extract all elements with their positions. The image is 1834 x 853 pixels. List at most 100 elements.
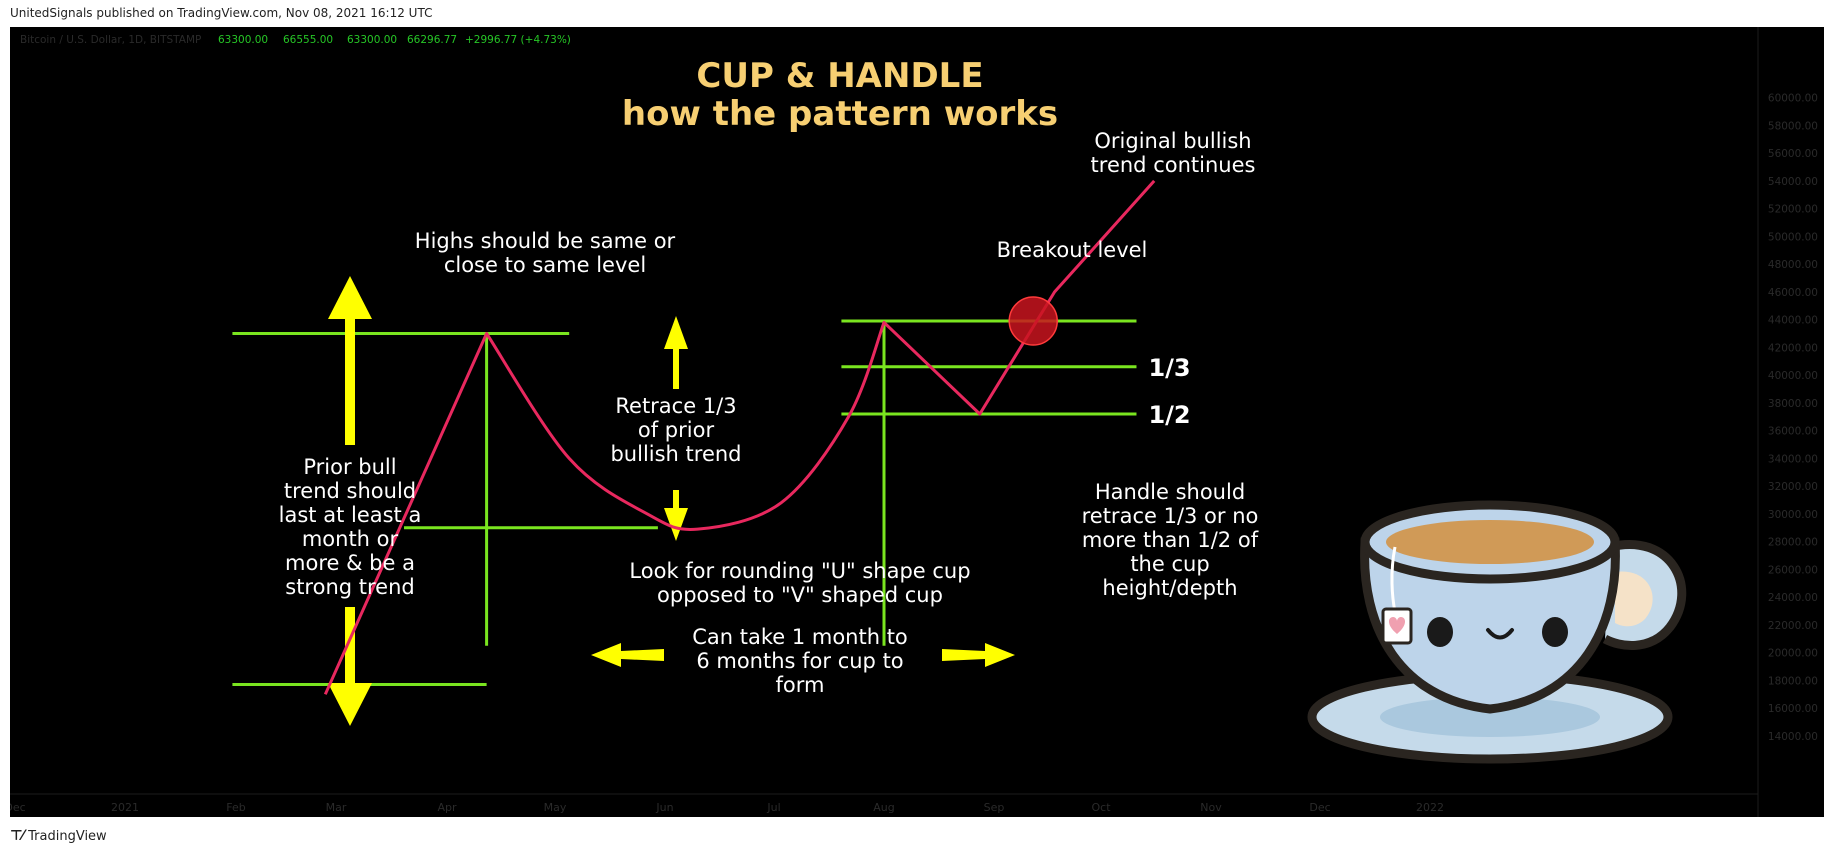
annotation-line: retrace 1/3 or no xyxy=(1082,504,1259,528)
arrow-up-retrace xyxy=(664,316,688,389)
ohlc-low: 63300.00 xyxy=(347,34,397,46)
y-tick-label: 44000.00 xyxy=(1768,315,1818,327)
annotation-line: trend should xyxy=(284,479,416,503)
annotation-line: Breakout level xyxy=(997,238,1148,262)
y-tick-label: 14000.00 xyxy=(1768,731,1818,743)
y-tick-label: 54000.00 xyxy=(1768,176,1818,188)
y-tick-label: 24000.00 xyxy=(1768,592,1818,604)
ohlc-open: 63300.00 xyxy=(218,34,268,46)
x-tick-label: Dec xyxy=(10,801,26,814)
annotation-line: strong trend xyxy=(285,575,414,599)
ohlc-high: 66555.00 xyxy=(283,34,333,46)
y-tick-label: 50000.00 xyxy=(1768,231,1818,243)
annotation-line: close to same level xyxy=(444,253,646,277)
x-tick-label: Jun xyxy=(655,801,673,814)
x-tick-label: Mar xyxy=(326,801,347,814)
right-eye xyxy=(1542,617,1568,647)
annotation-line: Can take 1 month to xyxy=(692,625,908,649)
price-scale[interactable]: 60000.0058000.0056000.0054000.0052000.00… xyxy=(1768,93,1818,743)
symbol-name: Bitcoin / U.S. Dollar, 1D, BITSTAMP xyxy=(20,34,201,46)
x-tick-label: Jul xyxy=(766,801,780,814)
y-tick-label: 60000.00 xyxy=(1768,93,1818,105)
footer-brand: TradingView xyxy=(28,828,107,844)
annotation-line: height/depth xyxy=(1102,576,1237,600)
level-label: 1/2 xyxy=(1148,401,1190,429)
y-tick-label: 26000.00 xyxy=(1768,564,1818,576)
teacup-illustration xyxy=(1307,500,1687,764)
smile xyxy=(1486,628,1514,640)
ohlc-legend: Bitcoin / U.S. Dollar, 1D, BITSTAMP 6330… xyxy=(20,34,571,46)
x-tick-label: Feb xyxy=(226,801,245,814)
annotation-line: Handle should xyxy=(1095,480,1245,504)
y-tick-label: 16000.00 xyxy=(1768,703,1818,715)
vertical-lines xyxy=(485,322,886,646)
annotation-line: Highs should be same or xyxy=(415,229,676,253)
arrow-down-retrace xyxy=(664,490,688,541)
y-tick-label: 28000.00 xyxy=(1768,537,1818,549)
annotation-line: Original bullish xyxy=(1094,129,1251,153)
arrow-up-prior-trend xyxy=(328,276,372,445)
ohlc-change: +2996.77 (+4.73%) xyxy=(465,34,571,46)
cup-body xyxy=(1360,537,1620,714)
y-tick-label: 22000.00 xyxy=(1768,620,1818,632)
annotation-line: opposed to "V" shaped cup xyxy=(657,583,943,607)
x-tick-label: Sep xyxy=(984,801,1005,814)
y-tick-label: 30000.00 xyxy=(1768,509,1818,521)
y-tick-label: 58000.00 xyxy=(1768,120,1818,132)
annotation-line: last at least a xyxy=(279,503,422,527)
y-tick-label: 48000.00 xyxy=(1768,259,1818,271)
annotation-line: Prior bull xyxy=(303,455,396,479)
chart-subtitle: how the pattern works xyxy=(622,94,1058,134)
y-tick-label: 52000.00 xyxy=(1768,204,1818,216)
y-tick-label: 40000.00 xyxy=(1768,370,1818,382)
annotation-line: Look for rounding "U" shape cup xyxy=(629,559,970,583)
x-tick-label: Dec xyxy=(1309,801,1330,814)
time-scale[interactable]: Dec2021FebMarAprMayJunJulAugSepOctNovDec… xyxy=(10,801,1444,814)
cup-handle-inner xyxy=(1615,571,1653,627)
y-tick-label: 42000.00 xyxy=(1768,342,1818,354)
footer: ⊤⁄ TradingView xyxy=(10,828,107,844)
chart-svg[interactable]: 60000.0058000.0056000.0054000.0052000.00… xyxy=(10,27,1824,817)
annotation-line: bullish trend xyxy=(610,442,741,466)
x-tick-label: 2021 xyxy=(111,801,139,814)
publish-line: UnitedSignals published on TradingView.c… xyxy=(10,6,433,20)
arrow-left-duration xyxy=(591,643,664,667)
level-label: 1/3 xyxy=(1148,354,1190,382)
annotation-block: Can take 1 month to6 months for cup tofo… xyxy=(692,625,908,697)
chart-title: CUP & HANDLE xyxy=(696,56,983,96)
tradingview-logo-icon: ⊤⁄ xyxy=(10,828,24,844)
tea xyxy=(1386,520,1594,564)
level-lines xyxy=(232,319,1137,687)
annotation-line: month or xyxy=(302,527,399,551)
annotation-block: Breakout level xyxy=(997,238,1148,262)
level-labels: 1/3 1/2 xyxy=(1148,354,1190,429)
y-tick-label: 38000.00 xyxy=(1768,398,1818,410)
y-tick-label: 46000.00 xyxy=(1768,287,1818,299)
ohlc-close: 66296.77 xyxy=(407,34,457,46)
left-eye xyxy=(1427,617,1453,647)
heart-icon xyxy=(1388,617,1406,634)
y-tick-label: 32000.00 xyxy=(1768,481,1818,493)
yellow-arrows xyxy=(328,276,1015,726)
x-tick-label: Apr xyxy=(437,801,457,814)
x-tick-label: Aug xyxy=(873,801,894,814)
breakout-marker xyxy=(1008,296,1058,346)
x-tick-label: 2022 xyxy=(1416,801,1444,814)
y-tick-label: 36000.00 xyxy=(1768,426,1818,438)
annotation-line: 6 months for cup to xyxy=(696,649,903,673)
annotation-line: of prior xyxy=(638,418,715,442)
y-tick-label: 18000.00 xyxy=(1768,675,1818,687)
annotation-line: Retrace 1/3 xyxy=(615,394,736,418)
x-tick-label: Nov xyxy=(1200,801,1222,814)
annotation-line: more than 1/2 of xyxy=(1082,528,1259,552)
cup-handle-path xyxy=(323,179,1156,695)
x-tick-label: Oct xyxy=(1091,801,1111,814)
arrow-right-duration xyxy=(942,643,1015,667)
y-tick-label: 34000.00 xyxy=(1768,453,1818,465)
